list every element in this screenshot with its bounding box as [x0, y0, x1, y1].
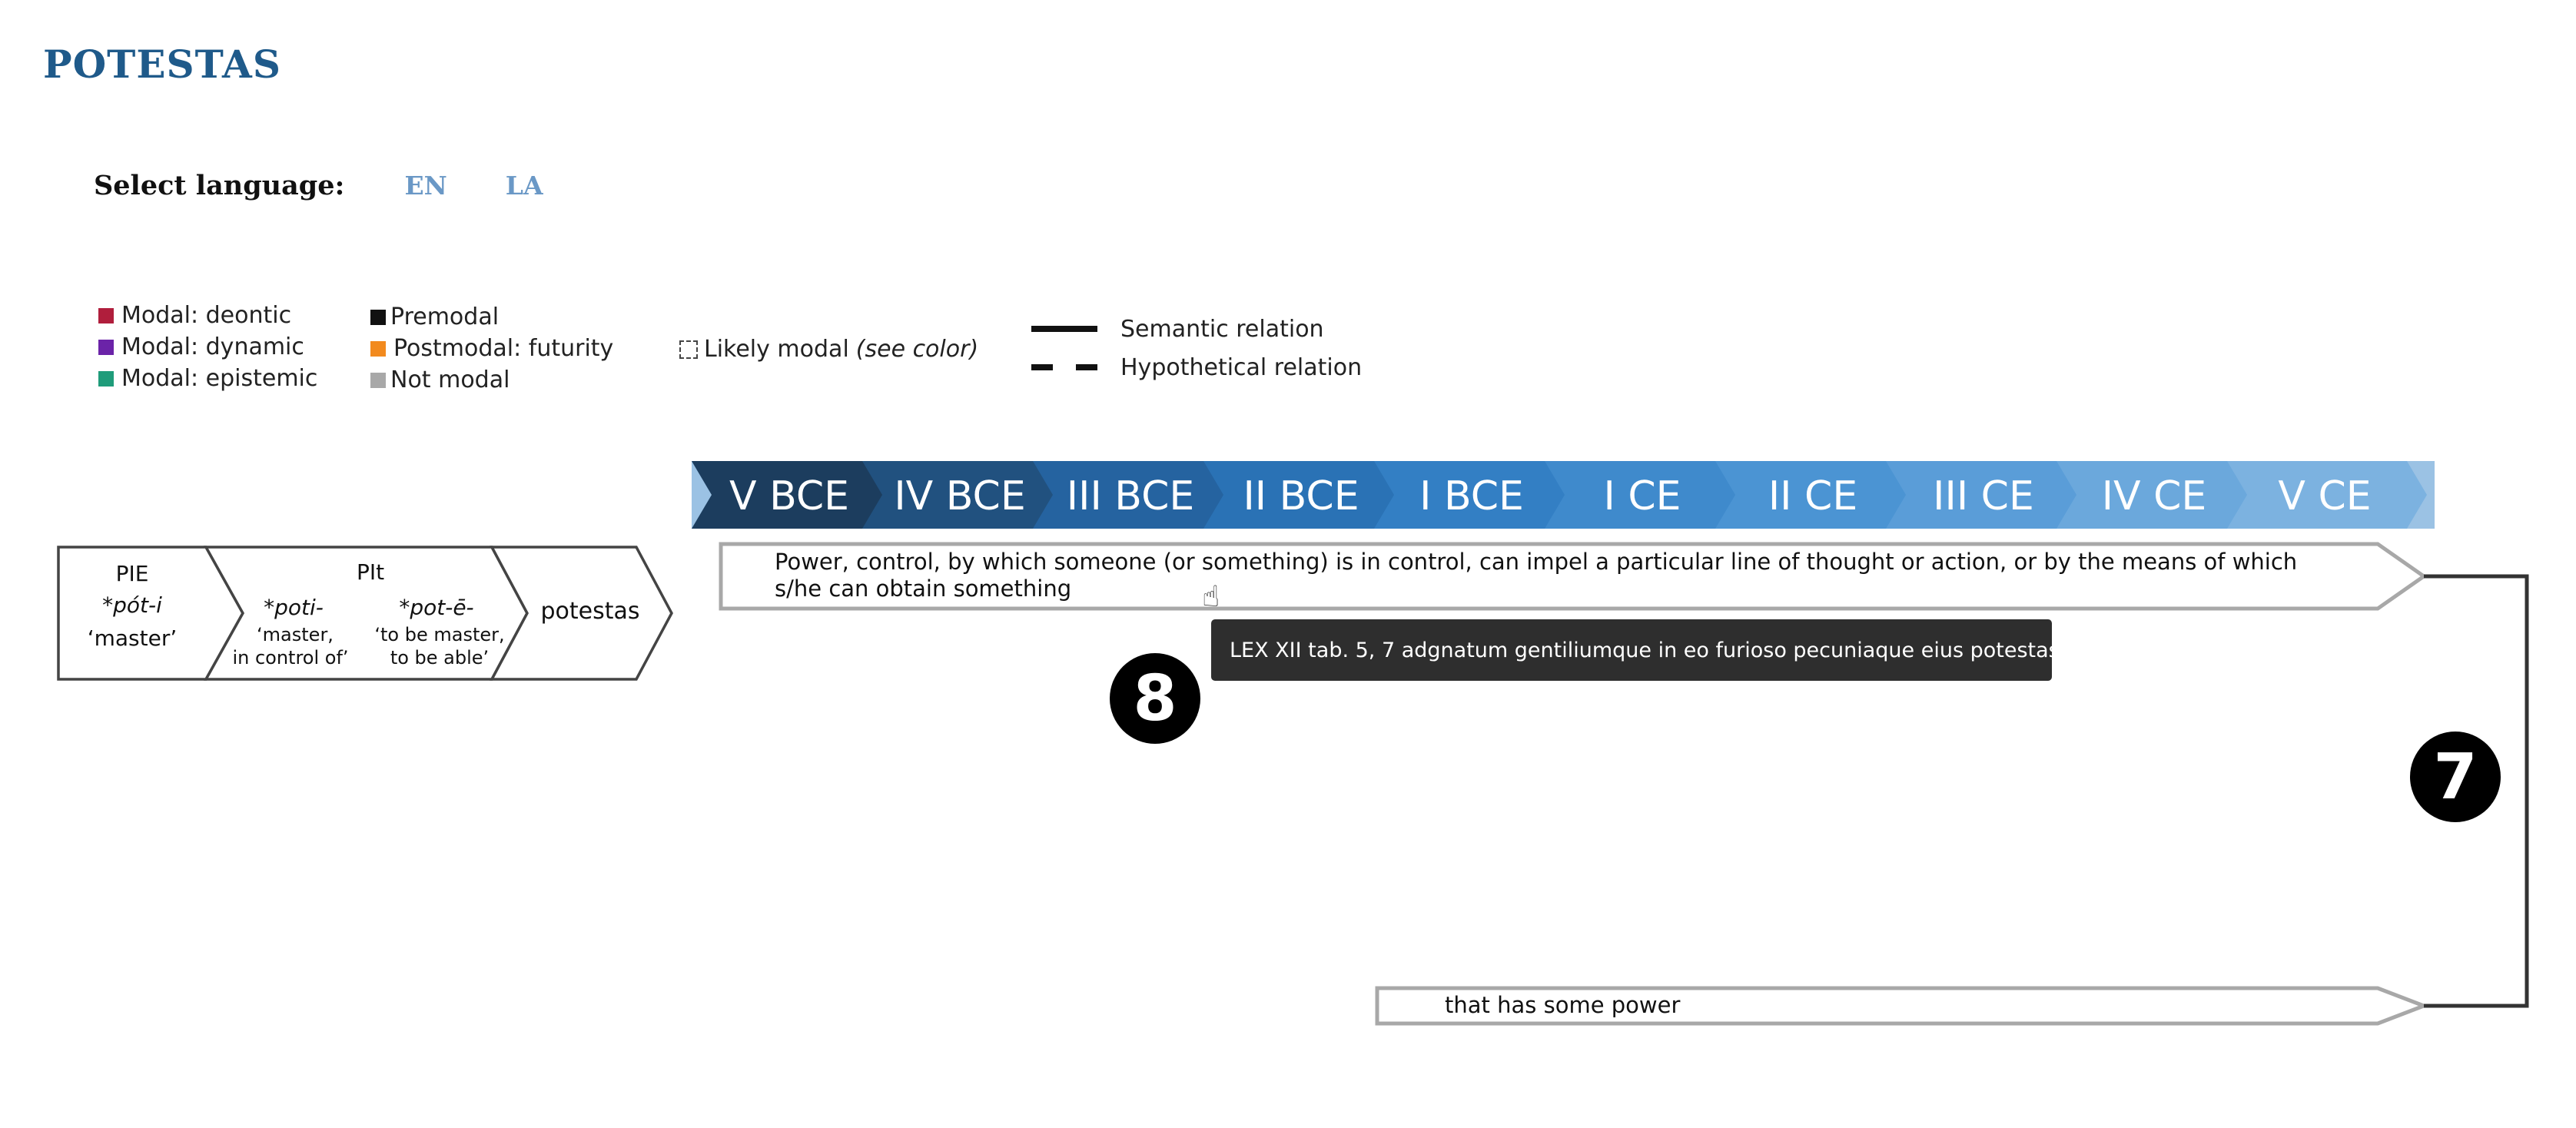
legend-label: Likely modal [704, 336, 849, 363]
legend-likely-group: Likely modal (see color) [679, 333, 978, 365]
dynamic-swatch-icon [98, 339, 114, 355]
timeline-label: II BCE [1243, 473, 1359, 519]
timeline-label: I BCE [1419, 473, 1524, 519]
pie-gloss: ‘master’ [88, 625, 178, 651]
language-option-en[interactable]: EN [404, 170, 447, 201]
legend-modal-group: Modal: deontic Modal: dynamic Modal: epi… [98, 300, 317, 394]
timeline-label: IV CE [2102, 473, 2207, 519]
legend-item-premodal: Premodal [370, 301, 613, 333]
pit-gloss-1a: ‘master, [257, 624, 334, 645]
meaning-2-text: that has some power [1445, 992, 1681, 1018]
timeline-segment [2227, 461, 2427, 529]
latin-form: potestas [540, 598, 639, 625]
legend-item-not-modal: Not modal [370, 364, 613, 396]
legend-item-deontic: Modal: deontic [98, 300, 317, 331]
language-label: Select language: [94, 169, 345, 201]
dashed-box-icon [679, 340, 698, 359]
timeline: V BCE IV BCE III BCE II BCE I BCE I CE II CE II… [692, 461, 2427, 529]
step-badge-8: 8 [1110, 653, 1200, 744]
etymology-chain: PIE *pót-i ‘master’ PIt *poti- ‘master, … [57, 546, 673, 681]
hand-pointer-icon: ☝ [1202, 579, 1220, 613]
epistemic-swatch-icon [98, 370, 114, 387]
postmodal-swatch-icon [370, 340, 386, 357]
attestation-tooltip: LEX XII tab. 5, 7 adgnatum gentiliumque … [1211, 619, 2110, 681]
legend-label: Semantic relation [1120, 315, 1324, 343]
timeline-segment [1715, 461, 1915, 529]
semantic-relation-connector [2424, 574, 2529, 1008]
tooltip-text: LEX XII tab. 5, 7 adgnatum gentiliumque … [1230, 638, 2111, 662]
legend-label: Postmodal: futurity [393, 335, 614, 362]
meaning-ribbon-1[interactable] [719, 542, 2428, 611]
legend-label: Modal: dynamic [121, 333, 304, 360]
timeline-label: V CE [2278, 473, 2371, 519]
legend-label: Modal: deontic [121, 302, 292, 329]
legend-note: (see color) [855, 336, 979, 363]
timeline-segment [692, 461, 891, 529]
timeline-label: II CE [1768, 473, 1857, 519]
deontic-swatch-icon [98, 307, 114, 323]
pit-gloss-2a: ‘to be master, [374, 624, 504, 645]
pit-gloss-2b: to be able’ [390, 647, 489, 669]
premodal-swatch-icon [370, 309, 386, 325]
pie-form: *pót-i [102, 592, 162, 618]
timeline-label: I CE [1603, 473, 1681, 519]
legend-label: Modal: epistemic [121, 365, 318, 392]
latin-chevron [490, 546, 673, 681]
dashed-line-icon [1031, 364, 1097, 370]
timeline-label: III CE [1933, 473, 2034, 519]
timeline-segment [1545, 461, 1744, 529]
timeline-segment [1886, 461, 2086, 529]
timeline-label: III BCE [1067, 473, 1194, 519]
legend-item-postmodal: Postmodal: futurity [370, 333, 613, 364]
timeline-segment [1374, 461, 1574, 529]
legend-label: Premodal [390, 304, 500, 330]
legend-item-likely-modal: Likely modal (see color) [679, 333, 978, 365]
timeline-segment [862, 461, 1062, 529]
timeline-label: V BCE [729, 473, 849, 519]
pit-gloss-1b: in control of’ [232, 647, 348, 669]
language-selector: Select language: EN LA [94, 166, 543, 204]
meaning-ribbon-2[interactable] [1375, 986, 2429, 1026]
solid-line-icon [1031, 326, 1097, 332]
legend-other-group: Premodal Postmodal: futurity Not modal [370, 301, 613, 396]
timeline-segment [2056, 461, 2256, 529]
pit-form-1: *poti- [264, 595, 324, 620]
pie-label: PIE [116, 561, 149, 586]
not-modal-swatch-icon [370, 372, 386, 388]
legend-label: Hypothetical relation [1120, 353, 1363, 381]
pit-label: PIt [357, 559, 384, 585]
page-title: POTESTAS [43, 41, 281, 87]
legend-item-semantic-relation: Semantic relation [1031, 310, 1362, 348]
step-badge-7: 7 [2410, 732, 2501, 822]
legend-item-dynamic: Modal: dynamic [98, 331, 317, 363]
timeline-segment [1033, 461, 1233, 529]
legend-item-epistemic: Modal: epistemic [98, 363, 317, 394]
timeline-label: IV BCE [894, 473, 1025, 519]
legend-item-hypothetical-relation: Hypothetical relation [1031, 348, 1362, 387]
legend-label: Not modal [390, 367, 510, 393]
language-option-la[interactable]: LA [505, 170, 543, 201]
meaning-1-text: Power, control, by which someone (or som… [775, 549, 2298, 602]
legend-relations-group: Semantic relation Hypothetical relation [1031, 310, 1362, 387]
timeline-segment [1203, 461, 1403, 529]
pit-form-2: *pot-ē- [399, 595, 473, 620]
